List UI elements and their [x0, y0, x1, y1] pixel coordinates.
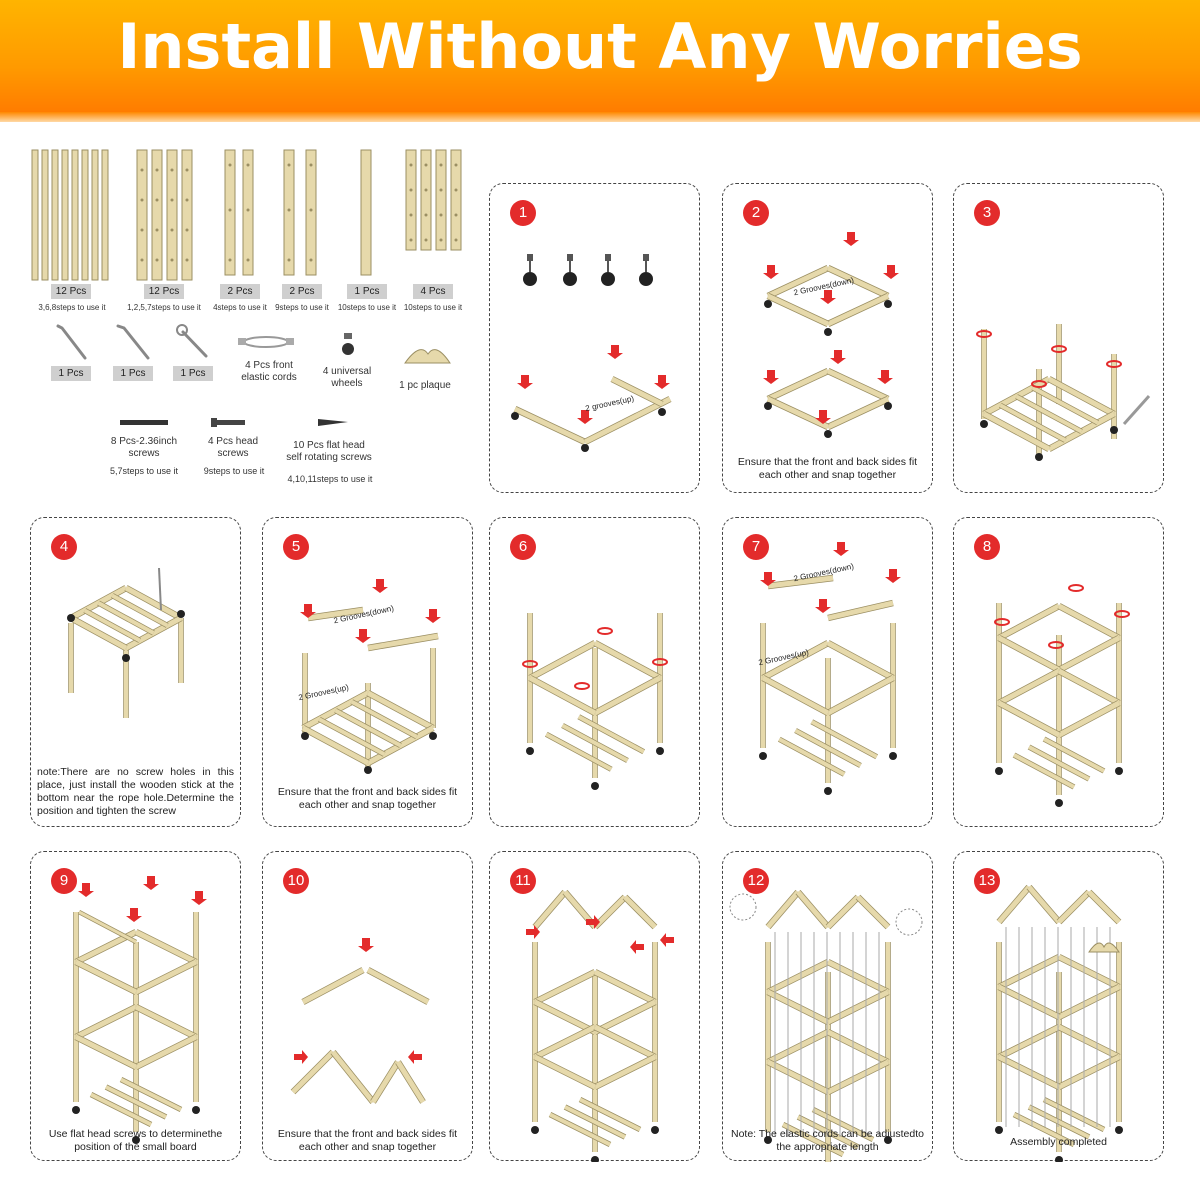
title-banner: Install Without Any Worries [0, 0, 1200, 112]
step-number-badge: 4 [51, 534, 77, 560]
screw-steps: 4,10,11steps to use it [287, 474, 373, 484]
page-title: Install Without Any Worries [117, 10, 1083, 83]
plaque-label: 1 pc plaque [399, 380, 451, 391]
step-number-badge: 1 [510, 200, 536, 226]
step-number-badge: 6 [510, 534, 536, 560]
wheels-label: 4 universal wheels [322, 366, 372, 389]
part-steps-label: 9steps to use it [275, 303, 329, 312]
step-1-illustration [511, 254, 672, 452]
step-6-illustration [522, 613, 668, 790]
step-9-illustration [72, 876, 207, 1144]
tool-qty-label: 1 Pcs [113, 366, 153, 381]
banner-divider [0, 112, 1200, 122]
step-number-badge: 2 [743, 200, 769, 226]
step-2-illustration [763, 232, 899, 438]
part-qty-label: 1 Pcs [347, 284, 387, 299]
screw-label: 4 Pcs head screws [207, 436, 259, 459]
step-12-illustration [729, 889, 923, 1162]
step-caption: Ensure that the front and back sides fit… [737, 456, 918, 481]
step-5-illustration [300, 579, 441, 774]
step-panel-3: 3 [953, 183, 1164, 493]
step-number-badge: 12 [743, 868, 769, 894]
part-steps-label: 10steps to use it [403, 303, 463, 312]
part-steps-label: 10steps to use it [337, 303, 397, 312]
screw-steps: 5,7steps to use it [109, 466, 179, 476]
step-10-illustration [290, 938, 430, 1105]
hex-key-icon-2 [116, 324, 150, 360]
step-8-illustration [994, 584, 1130, 807]
step-caption: Ensure that the front and back sides fit… [277, 786, 458, 811]
step-panel-8: 8 [953, 517, 1164, 827]
step-13-illustration [995, 884, 1123, 1162]
step-number-badge: 11 [510, 868, 536, 894]
step-caption: note:There are no screw holes in this pl… [37, 766, 234, 817]
part-steps-label: 4steps to use it [213, 303, 267, 312]
step-3-illustration [976, 324, 1151, 461]
step-7-illustration [759, 542, 901, 795]
step-4-illustration [67, 567, 185, 718]
part-steps-label: 1,2,5,7steps to use it [127, 303, 201, 312]
step-caption: Use flat head screws to determinethe pos… [48, 1128, 223, 1153]
step-number-badge: 5 [283, 534, 309, 560]
step-number-badge: 10 [283, 868, 309, 894]
part-steps-label: 3,6,8steps to use it [38, 303, 106, 312]
part-qty-label: 4 Pcs [413, 284, 453, 299]
step-number-badge: 3 [974, 200, 1000, 226]
parts-illustration [31, 149, 462, 427]
step-number-badge: 9 [51, 868, 77, 894]
step-number-badge: 7 [743, 534, 769, 560]
step-caption: Ensure that the front and back sides fit… [277, 1128, 458, 1153]
part-qty-label: 2 Pcs [282, 284, 322, 299]
tool-qty-label: 1 Pcs [173, 366, 213, 381]
part-qty-label: 2 Pcs [220, 284, 260, 299]
step-panel-4: 4 note:There are no screw holes in this p… [30, 517, 241, 827]
step-11-illustration [526, 889, 674, 1162]
tool-qty-label: 1 Pcs [51, 366, 91, 381]
wrench-icon [181, 330, 208, 358]
step-caption: Assembly completed [1010, 1136, 1107, 1148]
screw-label: 8 Pcs-2.36inch screws [110, 436, 178, 459]
hex-key-icon [56, 324, 87, 360]
step-number-badge: 8 [974, 534, 1000, 560]
step-number-badge: 13 [974, 868, 1000, 894]
cords-label: 4 Pcs front elastic cords [241, 360, 297, 383]
step-panel-11: 11 [489, 851, 700, 1162]
screw-label: 10 Pcs flat head self rotating screws [286, 440, 372, 463]
step-caption: Note: The elastic cords can be adjustedt… [730, 1128, 924, 1153]
part-qty-label: 12 Pcs [51, 284, 91, 299]
step-panel-6: 6 [489, 517, 700, 827]
screw-steps: 9steps to use it [203, 466, 265, 476]
parts-list: 12 Pcs 3,6,8steps to use it 12 Pcs 1,2,5… [0, 130, 480, 500]
part-qty-label: 12 Pcs [144, 284, 184, 299]
